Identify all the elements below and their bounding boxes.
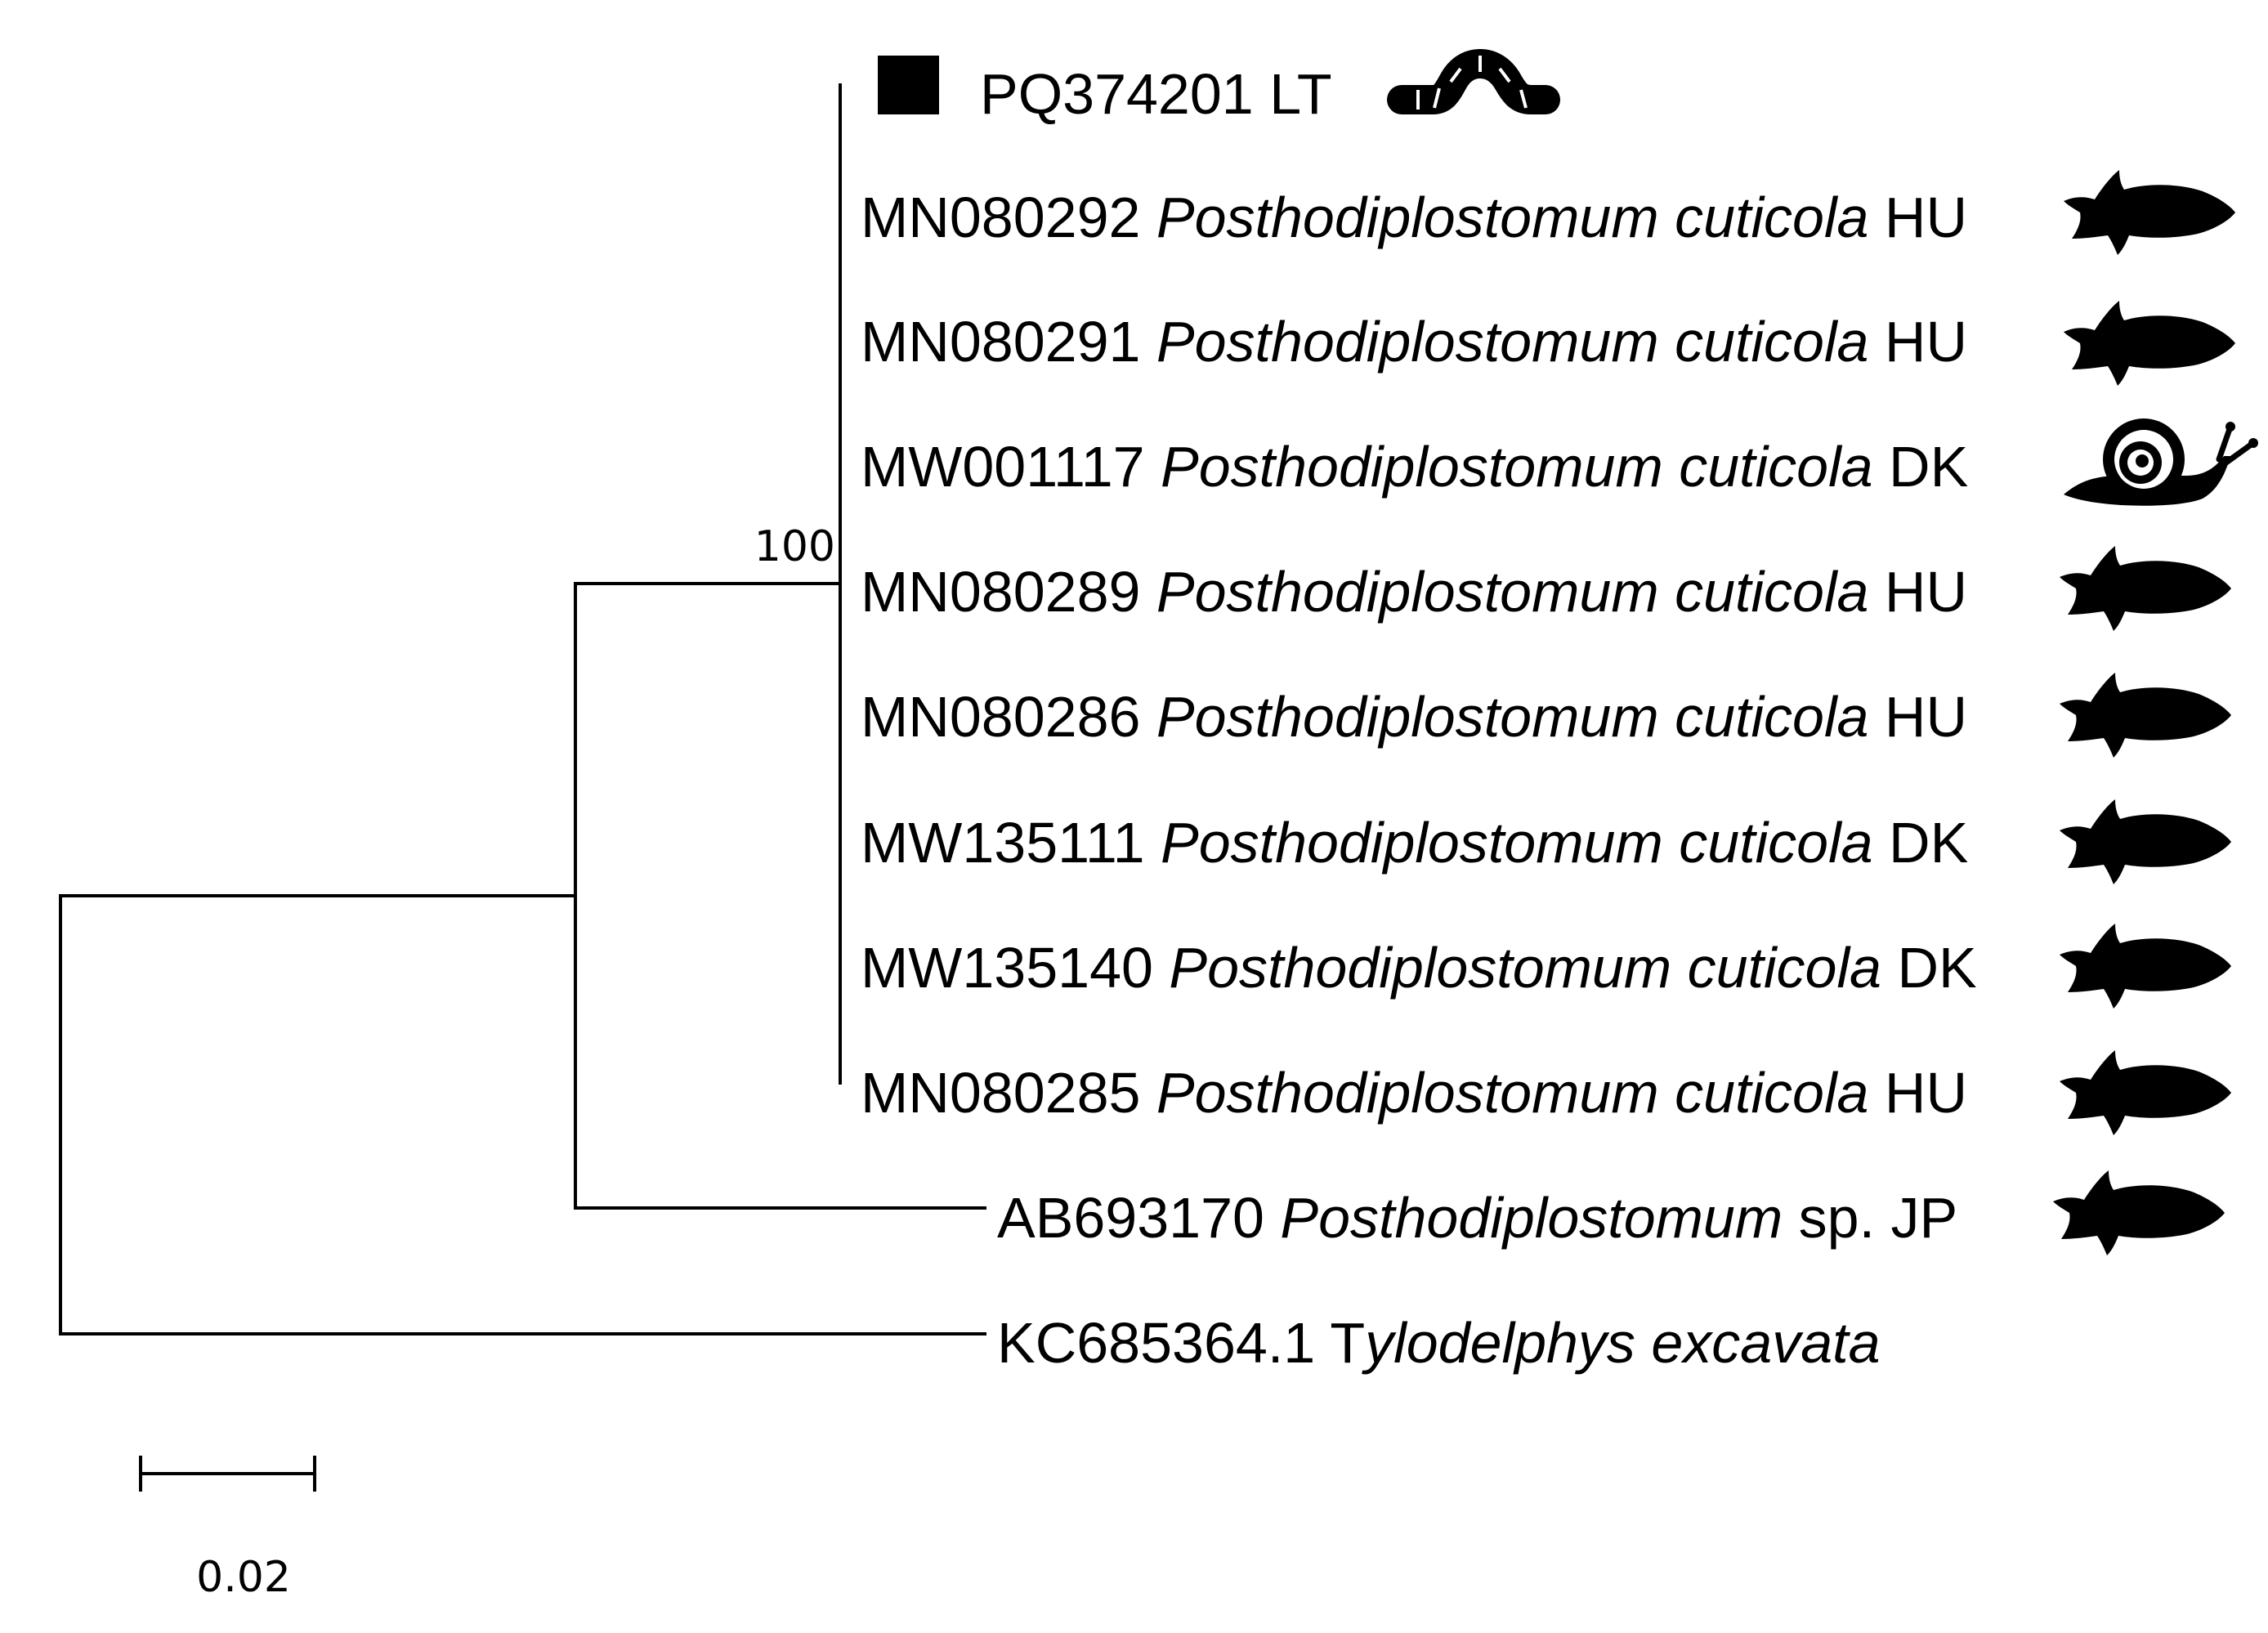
taxon-row: AB693170 Posthodiplostomum sp. JP <box>997 1170 2225 1255</box>
taxon-label: AB693170 Posthodiplostomum sp. JP <box>997 1186 1957 1250</box>
fish-icon <box>2060 546 2231 631</box>
taxon-row: MN080286 Posthodiplostomum cuticola HU <box>861 673 2231 758</box>
taxon-row: KC685364.1 Tylodelphys excavata <box>997 1311 1881 1375</box>
scale-bar: 0.02 <box>139 1456 316 1602</box>
marker-filled-square <box>878 56 939 114</box>
fish-icon <box>2060 924 2231 1009</box>
taxon-label: PQ374201 LT <box>980 62 1332 126</box>
worm-icon <box>1387 48 1560 114</box>
fish-icon <box>2053 1170 2225 1255</box>
taxon-label: MW135140 Posthodiplostomum cuticola DK <box>861 936 1977 1000</box>
bootstrap-value: 100 <box>754 522 835 571</box>
taxon-row: MN080291 Posthodiplostomum cuticola HU <box>861 301 2235 386</box>
fish-icon <box>2060 799 2231 884</box>
snail-icon <box>2064 418 2258 506</box>
taxa-list: PQ374201 LT MN080292 Posthodiplostomum c… <box>861 48 2258 1375</box>
taxon-label: MW135111 Posthodiplostomum cuticola DK <box>861 811 1968 875</box>
taxon-label: MN080289 Posthodiplostomum cuticola HU <box>861 560 1967 624</box>
taxon-row: MW001117 Posthodiplostomum cuticola DK <box>861 418 2258 506</box>
tree-branches <box>59 83 986 1335</box>
taxon-row: PQ374201 LT <box>878 48 1560 126</box>
scale-bar-label: 0.02 <box>196 1553 291 1602</box>
taxon-label: MN080285 Posthodiplostomum cuticola HU <box>861 1061 1967 1125</box>
taxon-row: MW135111 Posthodiplostomum cuticola DK <box>861 799 2231 884</box>
taxon-row: MW135140 Posthodiplostomum cuticola DK <box>861 924 2231 1009</box>
taxon-row: MN080289 Posthodiplostomum cuticola HU <box>861 546 2231 631</box>
taxon-label: MW001117 Posthodiplostomum cuticola DK <box>861 435 1968 499</box>
taxon-label: KC685364.1 Tylodelphys excavata <box>997 1311 1881 1375</box>
taxon-row: MN080292 Posthodiplostomum cuticola HU <box>861 170 2235 255</box>
fish-icon <box>2064 301 2235 386</box>
fish-icon <box>2060 673 2231 758</box>
taxon-label: MN080286 Posthodiplostomum cuticola HU <box>861 685 1967 749</box>
taxon-label: MN080292 Posthodiplostomum cuticola HU <box>861 186 1967 249</box>
fish-icon <box>2064 170 2235 255</box>
taxon-label: MN080291 Posthodiplostomum cuticola HU <box>861 310 1967 374</box>
taxon-row: MN080285 Posthodiplostomum cuticola HU <box>861 1050 2231 1135</box>
fish-icon <box>2060 1050 2231 1135</box>
